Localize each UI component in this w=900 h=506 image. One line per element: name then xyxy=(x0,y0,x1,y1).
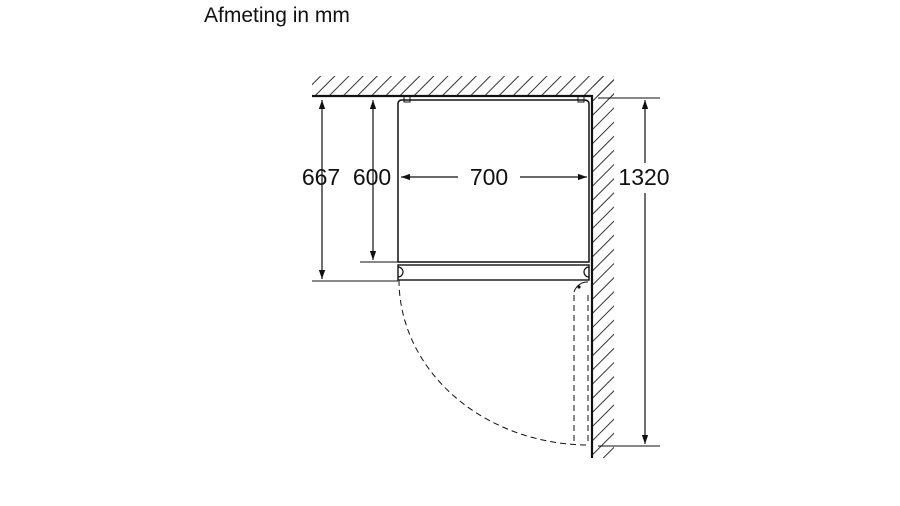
dimension-667: 667 xyxy=(302,100,340,279)
extension-lines xyxy=(312,97,660,447)
appliance-body xyxy=(397,95,590,263)
diagram-title: Afmeting in mm xyxy=(204,4,350,27)
dimension-1320: 1320 xyxy=(618,100,670,444)
dimension-label-700: 700 xyxy=(470,164,508,190)
dimension-600: 600 xyxy=(353,100,391,260)
dimension-700: 700 xyxy=(401,164,587,190)
dimension-label-667: 667 xyxy=(302,164,340,190)
wall-hatching xyxy=(312,76,614,458)
dimension-label-600: 600 xyxy=(353,164,391,190)
dimension-label-1320: 1320 xyxy=(618,164,669,190)
appliance-door xyxy=(397,264,590,281)
door-swing-arc xyxy=(398,279,590,446)
